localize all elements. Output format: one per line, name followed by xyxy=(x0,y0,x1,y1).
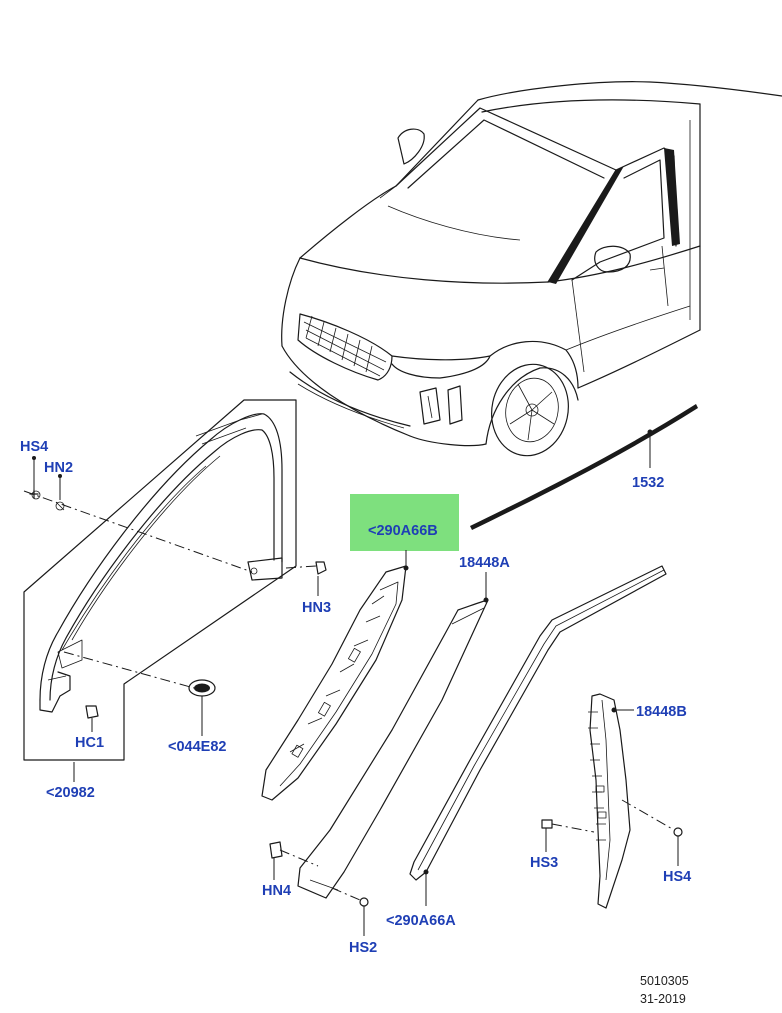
roof-seal-strip xyxy=(470,404,698,530)
label-hs4-left[interactable]: HS4 xyxy=(20,439,49,455)
label-044e82[interactable]: <044E82 xyxy=(168,739,227,755)
diagram-date: 31-2019 xyxy=(640,992,686,1006)
label-1532[interactable]: 1532 xyxy=(632,475,665,491)
a-pillar-inner-panel xyxy=(261,550,409,801)
label-18448a[interactable]: 18448A xyxy=(459,555,510,571)
label-18448b[interactable]: 18448B xyxy=(636,704,687,720)
label-hn2[interactable]: HN2 xyxy=(44,460,74,476)
label-hn4[interactable]: HN4 xyxy=(262,883,292,899)
vehicle-illustration xyxy=(281,81,782,457)
label-hs2[interactable]: HS2 xyxy=(349,940,378,956)
label-hs3[interactable]: HS3 xyxy=(530,855,559,871)
door-frame-trim-group xyxy=(23,399,327,782)
label-hs4-right[interactable]: HS4 xyxy=(663,869,692,885)
label-290a66b[interactable]: <290A66B xyxy=(368,523,438,539)
label-20982[interactable]: <20982 xyxy=(46,785,95,801)
label-hc1[interactable]: HC1 xyxy=(75,735,105,751)
b-pillar-trim xyxy=(541,693,683,909)
label-290a66a[interactable]: <290A66A xyxy=(386,913,456,929)
a-pillar-finisher-strip xyxy=(409,565,667,906)
label-hn3[interactable]: HN3 xyxy=(302,600,332,616)
selected-part-highlight xyxy=(350,494,459,551)
a-pillar-cover xyxy=(269,572,489,936)
diagram-code: 5010305 xyxy=(640,974,689,988)
